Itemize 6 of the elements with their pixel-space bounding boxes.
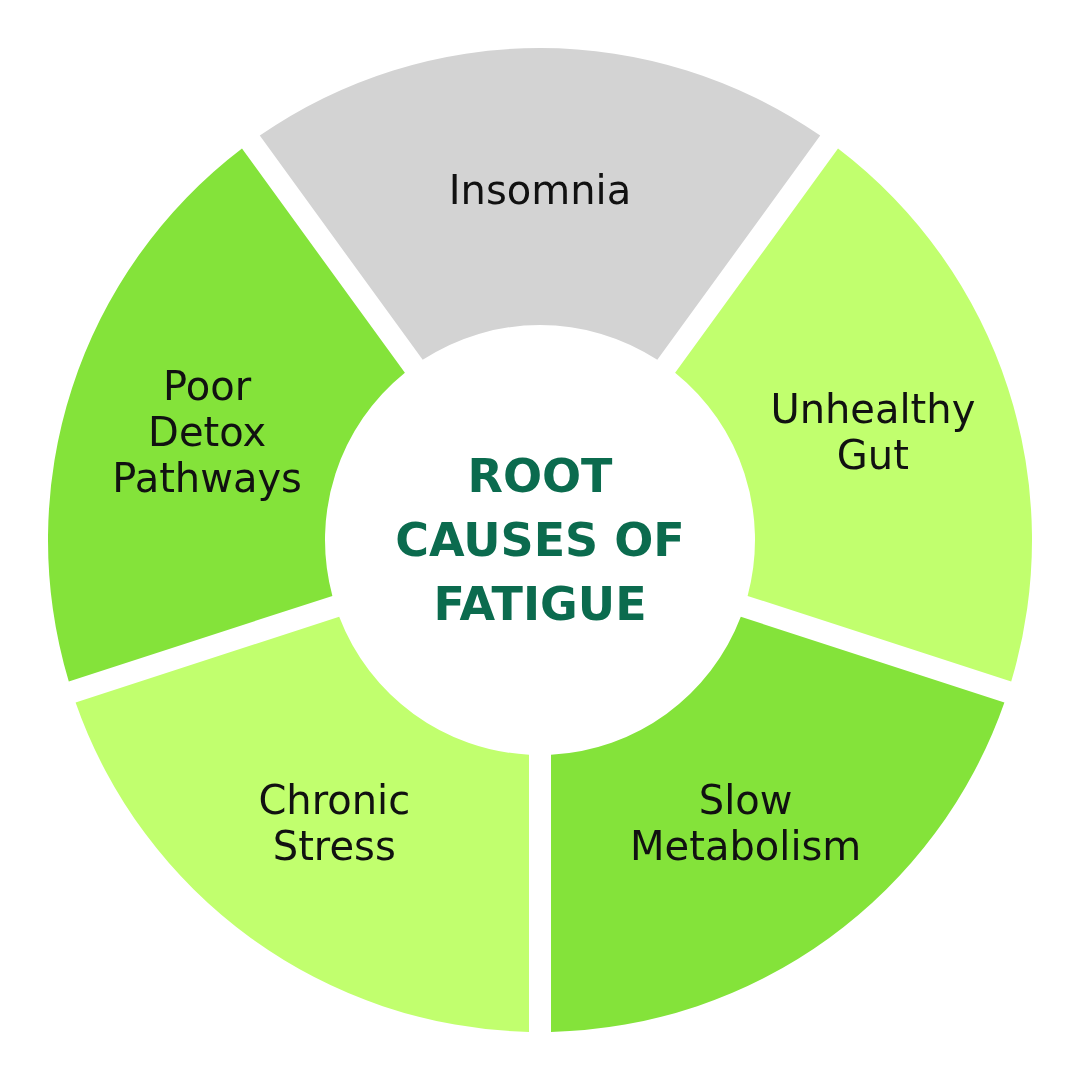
segment-label: Poor Detox Pathways (111, 362, 303, 501)
segment-label: Insomnia (447, 167, 633, 213)
segment-label: Slow Metabolism (629, 777, 863, 870)
center-title: ROOT CAUSES OF FATIGUE (394, 448, 686, 633)
segment-label: Unhealthy Gut (769, 385, 977, 478)
segment-label: Chronic Stress (257, 777, 412, 870)
